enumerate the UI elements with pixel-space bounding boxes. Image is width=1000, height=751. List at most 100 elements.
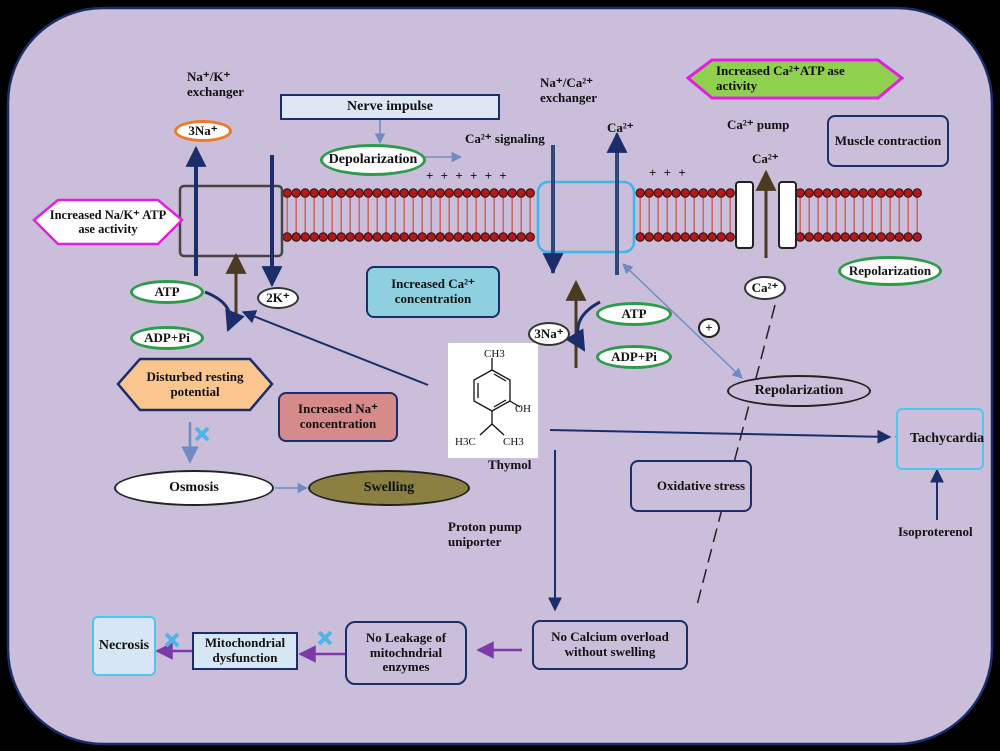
lipid-head: [849, 232, 859, 242]
thymol-ch3-label: CH3: [484, 348, 505, 360]
thymol-h3c-label: H3C: [455, 436, 476, 448]
thymol-ch3-b-label: CH3: [503, 436, 524, 448]
lipid-head: [435, 188, 445, 198]
lipid-head: [381, 232, 391, 242]
lipid-head: [804, 232, 814, 242]
lipid-head: [489, 188, 499, 198]
block-x-icon: [164, 632, 180, 648]
lipid-head: [876, 232, 886, 242]
lipid-head: [671, 188, 681, 198]
lipid-head: [462, 232, 472, 242]
lipid-head: [363, 188, 373, 198]
lipid-head: [822, 232, 832, 242]
ca-pump-right: [778, 181, 797, 249]
lipid-head: [525, 188, 535, 198]
lipid-head: [417, 188, 427, 198]
lipid-head: [345, 188, 355, 198]
no-leakage-box: No Leakage of mitochndrial enzymes: [345, 621, 467, 685]
lipid-head: [471, 188, 481, 198]
thymol-to-atpase-arrow: [241, 310, 429, 386]
oxidative-stress-box: Oxidative stress: [630, 460, 752, 512]
disturbed-resting-label: Disturbed resting potential: [146, 369, 244, 399]
lipid-head: [698, 188, 708, 198]
lipid-head: [680, 232, 690, 242]
lipid-head: [453, 232, 463, 242]
lipid-head: [471, 232, 481, 242]
lipid-head: [336, 232, 346, 242]
lipid-head: [644, 188, 654, 198]
lipid-head: [390, 232, 400, 242]
ca-pump-label: Ca²⁺ pump: [727, 117, 790, 132]
lipid-head: [858, 232, 868, 242]
membrane-charge-right: + + +: [649, 165, 688, 180]
lipid-head: [300, 188, 310, 198]
lipid-head: [903, 232, 913, 242]
muscle-contraction-box: Muscle contraction: [827, 115, 949, 167]
lipid-head: [282, 188, 292, 198]
lipid-head: [453, 188, 463, 198]
lipid-head: [408, 232, 418, 242]
lipid-head: [858, 188, 868, 198]
lipid-head: [498, 232, 508, 242]
lipid-head: [635, 188, 645, 198]
lipid-head: [885, 188, 895, 198]
thymol-to-tachy-arrow: [549, 429, 892, 444]
adp-left-oval: ADP+Pi: [130, 326, 204, 350]
tachycardia-box: Tachycardia: [896, 408, 984, 470]
thymol-structure-icon: [473, 358, 521, 436]
lipid-head: [444, 232, 454, 242]
lipid-head: [435, 232, 445, 242]
dashed-divider: [696, 304, 776, 606]
lipid-head: [363, 232, 373, 242]
membrane-segment: [635, 188, 735, 242]
lipid-head: [822, 188, 832, 198]
thymol-label: Thymol: [488, 457, 532, 472]
lipid-head: [390, 188, 400, 198]
depolarization-oval: Depolarization: [320, 144, 426, 176]
lipid-head: [444, 188, 454, 198]
lipid-head: [725, 188, 735, 198]
lipid-head: [480, 232, 490, 242]
lipid-head: [653, 188, 663, 198]
lipid-head: [725, 232, 735, 242]
thymol-oh-label: OH: [515, 403, 531, 415]
nak-exchanger-label: Na⁺/K⁺ exchanger: [187, 69, 245, 99]
increased-ca-conc-box: Increased Ca²⁺ concentration: [366, 266, 500, 318]
increased-na-conc-box: Increased Na⁺ concentration: [278, 392, 398, 442]
lipid-head: [309, 188, 319, 198]
plus-sign-oval: +: [698, 318, 720, 338]
lipid-head: [894, 188, 904, 198]
lipid-head: [327, 188, 337, 198]
lipid-head: [831, 188, 841, 198]
increased-nak-atpase-shape: [32, 198, 184, 246]
lipid-head: [867, 188, 877, 198]
osmosis-oval: Osmosis: [114, 470, 274, 506]
naca-exchanger-label: Na⁺/Ca²⁺ exchanger: [540, 75, 598, 105]
lipid-head: [399, 188, 409, 198]
atp-curve-mid: [565, 300, 601, 352]
lipid-head: [912, 188, 922, 198]
thymol-structure-panel: [448, 343, 538, 458]
lipid-head: [282, 232, 292, 242]
disturbed-resting-shape: [116, 357, 274, 412]
lipid-head: [498, 188, 508, 198]
ca-pump-ca-label: Ca²⁺: [752, 151, 779, 166]
lipid-head: [876, 188, 886, 198]
lipid-head: [662, 232, 672, 242]
atp-mid-oval: ATP: [596, 302, 672, 326]
lipid-head: [795, 188, 805, 198]
increased-nak-atpase-label: Increased Na/K⁺ ATP ase activity: [49, 207, 167, 236]
membrane-segment: [282, 188, 535, 242]
lipid-head: [680, 188, 690, 198]
lipid-head: [653, 232, 663, 242]
three-na-mid-oval: 3Na⁺: [528, 322, 570, 346]
lipid-head: [689, 188, 699, 198]
lipid-head: [507, 232, 517, 242]
repol-to-exchanger-arrow: [622, 263, 743, 379]
lipid-head: [381, 188, 391, 198]
ca-pump-left: [735, 181, 754, 249]
lipid-head: [840, 188, 850, 198]
lipid-head: [813, 232, 823, 242]
lipid-head: [309, 232, 319, 242]
